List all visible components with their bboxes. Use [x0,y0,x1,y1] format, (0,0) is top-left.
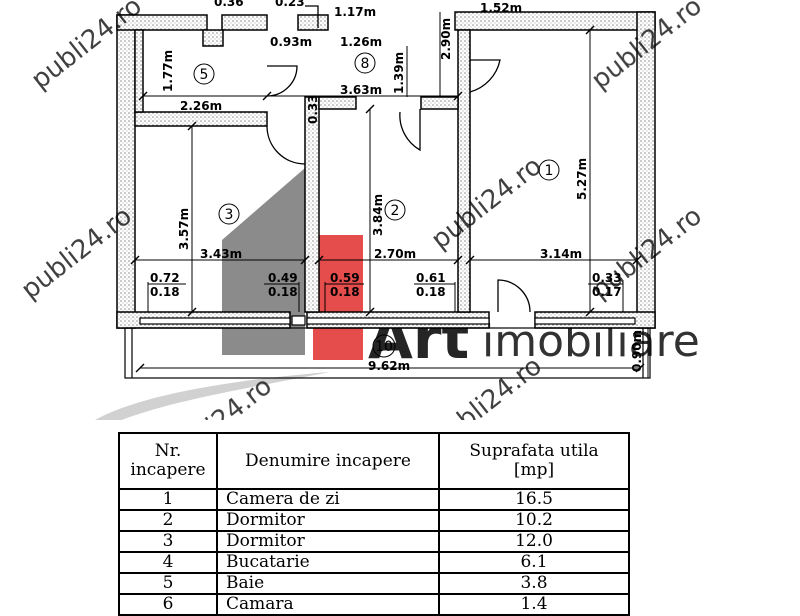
room-marker-1 [538,159,560,181]
dim-label: 0.23 [275,0,305,9]
room-number: 8 [361,56,370,72]
room-name-cell: Bucatarie [216,551,440,574]
dim-label: 3.14m [540,247,582,261]
dim-label: 0.33 [592,271,622,285]
room-marker-10 [372,334,396,358]
room-number: 3 [225,207,234,223]
logo-red-shape [313,235,363,360]
table-row: 3 Dormitor 12.0 [118,530,630,553]
table-row: 5 Baie 3.8 [118,572,630,595]
dim-label: 9.62m [368,359,410,373]
table-row: 4 Bucatarie 6.1 [118,551,630,574]
dim-label: 0.93m [270,35,312,49]
room-number: 1 [545,163,554,179]
room-area-table: Nr. incapere Denumire incapere Suprafata… [118,432,630,616]
logo-brush-stroke [95,372,330,420]
room-area-cell: 3.8 [438,572,630,595]
door-swings [266,5,531,313]
room-name-cell: Baie [216,572,440,595]
dim-label: 0.36 [214,0,244,9]
dim-label: 5.27m [575,158,589,200]
room-area-cell: 6.1 [438,551,630,574]
table-row: 6 Camara 1.4 [118,593,630,616]
room-number: 5 [200,67,209,83]
room-nr-cell: 1 [118,488,218,511]
floor-plan: Art imobiliare [16,0,708,420]
room-nr-cell: 6 [118,593,218,616]
dim-label: 0.33 [306,94,320,124]
dim-label: 0.49 [268,271,298,285]
dim-label: 0.18 [330,285,360,299]
balcony [124,327,651,379]
table-row: 1 Camera de zi 16.5 [118,488,630,511]
dim-label: 3.57m [177,208,191,250]
room-area-cell: 10.2 [438,509,630,532]
dimension-lines [135,12,649,378]
dim-label: 2.26m [180,99,222,113]
dim-label: 0.18 [150,285,180,299]
dim-label: 3.63m [340,83,382,97]
dim-label: 3.84m [371,194,385,236]
room-nr-cell: 2 [118,509,218,532]
dimension-ticks [130,25,645,373]
logo-grey-shape [222,168,305,355]
room-marker-3 [218,203,240,225]
room-marker-2 [384,199,406,221]
room-nr-cell: 3 [118,530,218,553]
col-header-nr: Nr. incapere [118,432,218,490]
room-markers [193,52,560,358]
room-number: 2 [391,203,400,219]
table-row: 2 Dormitor 10.2 [118,509,630,532]
room-area-cell: 12.0 [438,530,630,553]
site-watermark: publi24.ro [426,151,548,255]
room-name-cell: Camara [216,593,440,616]
dim-label: 2.90m [439,18,453,60]
dim-label: 1.39m [392,52,406,94]
col-header-area: Suprafata utila [mp] [438,432,630,490]
dim-label: 0.18 [416,285,446,299]
room-nr-cell: 5 [118,572,218,595]
dim-label: 0.17 [592,285,622,299]
room-number: 10 [375,339,393,355]
room-name-cell: Dormitor [216,509,440,532]
dim-label: 0.72 [150,271,180,285]
dim-label: 1.52m [480,1,522,15]
room-area-cell: 16.5 [438,488,630,511]
dim-label: 1.77m [161,50,175,92]
room-name-cell: Camera de zi [216,488,440,511]
dim-label: 0.18 [268,285,298,299]
room-area-cell: 1.4 [438,593,630,616]
dim-label: 2.70m [374,247,416,261]
dim-label: 0.90m [630,330,644,372]
dim-label: 0.61 [416,271,446,285]
room-name-cell: Dormitor [216,530,440,553]
walls [116,11,656,329]
dim-label: 3.43m [200,247,242,261]
room-number-labels: 1 2 3 5 8 10 [200,56,554,355]
room-marker-8 [354,52,376,74]
room-marker-5 [193,63,215,85]
col-header-name: Denumire incapere [216,432,440,490]
dim-label: 0.59 [330,271,360,285]
dimension-labels: 0.36 0.23 1.17m 1.52m 0.93m 1.26m 2.90m … [150,0,644,373]
dim-label: 1.17m [334,5,376,19]
dim-label: 1.26m [340,35,382,49]
table-header-row: Nr. incapere Denumire incapere Suprafata… [118,432,630,490]
windows [139,315,636,326]
room-nr-cell: 4 [118,551,218,574]
